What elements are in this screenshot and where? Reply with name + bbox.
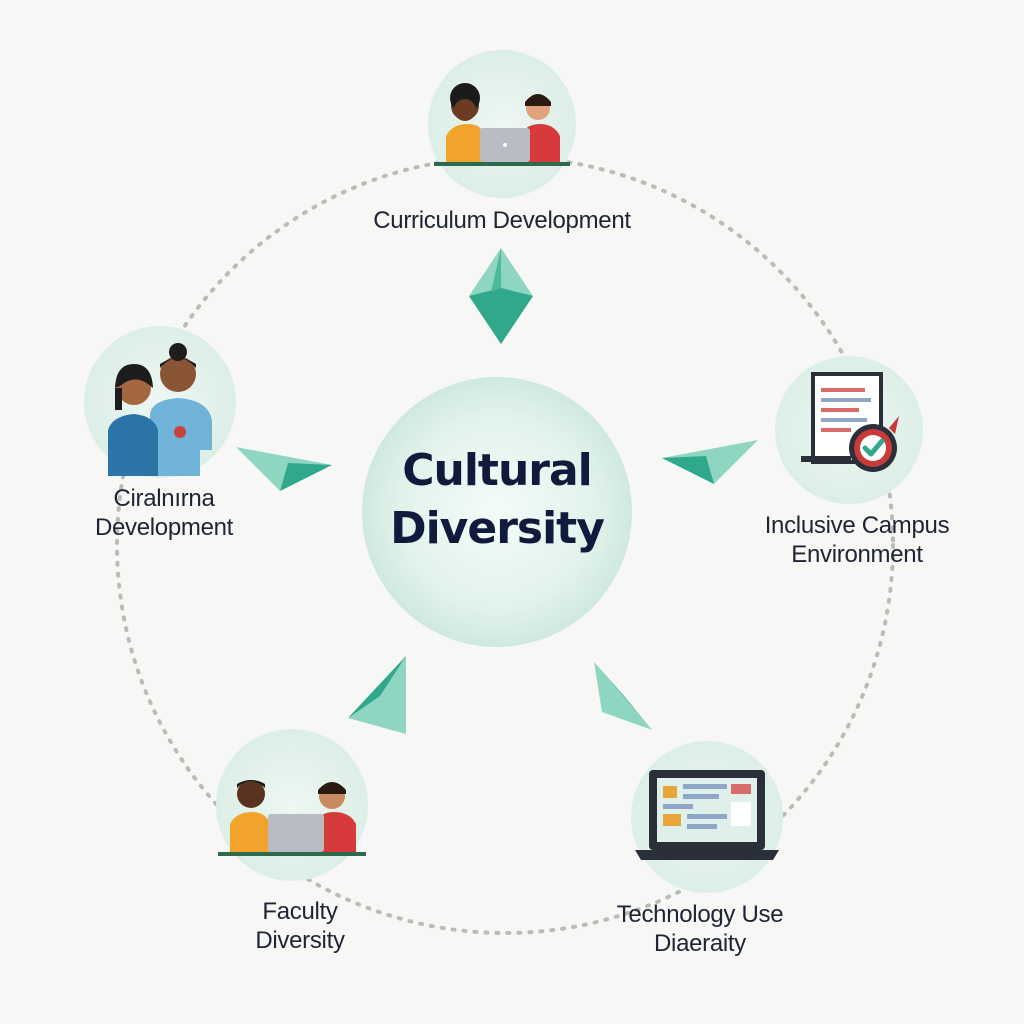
people-laptop-icon — [434, 83, 570, 166]
laptop-screen-icon — [635, 770, 779, 860]
arrow-right — [662, 440, 758, 484]
center-title: Cultural Diversity — [362, 442, 632, 558]
node-label-bottom-right-line1: Technology Use — [616, 901, 784, 928]
node-label-left: Ciralnırna Development — [64, 484, 264, 542]
node-label-left-line1: Ciralnırna — [113, 485, 215, 512]
center-circle — [362, 377, 632, 647]
node-label-right: Inclusive Campus Environment — [742, 511, 972, 569]
center-title-line1: Cultural — [402, 445, 593, 496]
checklist-badge-icon — [801, 372, 899, 472]
node-circle-top — [428, 50, 576, 198]
people-laptop-icon — [218, 780, 366, 856]
arrow-bottom-left — [348, 656, 406, 734]
node-label-right-line2: Environment — [791, 541, 923, 568]
node-label-top-line1: Curriculum Development — [373, 207, 631, 234]
node-circle-bottom-left — [216, 729, 368, 881]
center-title-line2: Diversity — [390, 503, 605, 554]
node-label-right-line1: Inclusive Campus — [764, 512, 950, 539]
node-label-bottom-left-line1: Faculty — [262, 898, 338, 925]
node-label-left-line2: Development — [94, 514, 234, 541]
arrow-top — [469, 248, 533, 344]
two-people-icon — [108, 343, 212, 476]
arrow-bottom-right — [594, 662, 652, 730]
node-label-bottom-right: Technology Use Diaeraity — [590, 900, 810, 958]
node-label-top: Curriculum Development — [332, 206, 672, 235]
node-label-bottom-left-line2: Diversity — [255, 927, 345, 954]
node-label-bottom-right-line2: Diaeraity — [654, 930, 746, 957]
arrow-left — [236, 447, 332, 491]
node-label-bottom-left: Faculty Diversity — [200, 897, 400, 955]
